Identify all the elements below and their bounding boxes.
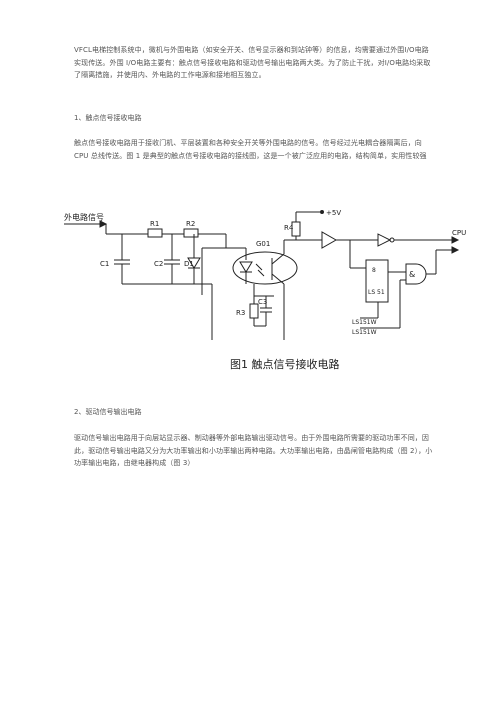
figure-caption: 图1 触点信号接收电路 bbox=[230, 357, 340, 371]
label-c2: C2 bbox=[154, 260, 163, 268]
label-chip: LS 51 bbox=[368, 289, 385, 296]
label-r1: R1 bbox=[150, 220, 159, 228]
r3-resistor bbox=[249, 303, 259, 319]
label-g01: G01 bbox=[256, 240, 270, 248]
circuit-diagram: 外电路信号 R1 R2 C1 C2 D1 G01 R3 C3 R4 +5V CP… bbox=[64, 209, 466, 371]
r2-resistor bbox=[183, 228, 199, 238]
input-arrow bbox=[99, 220, 108, 228]
ls151-chip bbox=[365, 259, 389, 303]
section1-paragraph: 触点信号接收电路用于接收门机、平层装置和各种安全开关等外围电路的信号。信号经过光… bbox=[74, 139, 427, 160]
intro-paragraph: VFCL电梯控制系统中，微机与外围电路（如安全开关、信号显示器和到站钟等）的信息… bbox=[74, 46, 431, 79]
label-input: 外电路信号 bbox=[64, 212, 104, 222]
label-r3: R3 bbox=[236, 309, 245, 317]
d1-diode bbox=[187, 257, 201, 269]
section1-heading: 1、触点信号接收电路 bbox=[74, 114, 142, 122]
section2-heading: 2、驱动信号输出电路 bbox=[74, 408, 142, 416]
label-r2: R2 bbox=[186, 220, 195, 228]
section2-paragraph: 驱动信号输出电路用于向层站显示器、制动器等外部电路输出驱动信号。由于外围电路所需… bbox=[74, 434, 433, 467]
label-d1: D1 bbox=[184, 260, 194, 268]
r1-resistor bbox=[147, 228, 163, 238]
buffer-gate bbox=[321, 231, 338, 249]
inverter-gate bbox=[377, 233, 392, 247]
label-vcc: +5V bbox=[326, 209, 341, 217]
label-chip-pin: 8 bbox=[372, 267, 376, 274]
and-gate bbox=[405, 263, 427, 285]
label-ls151b: LS151W bbox=[352, 329, 377, 336]
g01-optocoupler bbox=[232, 251, 298, 285]
circuit-figure: 外电路信号 R1 R2 C1 C2 D1 G01 R3 C3 R4 +5V CP… bbox=[60, 200, 470, 380]
label-and-gate: & bbox=[409, 270, 415, 279]
label-ls151a: LS151W bbox=[352, 319, 377, 326]
label-cpu: CPU bbox=[452, 229, 466, 237]
label-c3: C3 bbox=[258, 298, 267, 306]
label-c1: C1 bbox=[100, 260, 109, 268]
label-r4: R4 bbox=[284, 224, 294, 232]
